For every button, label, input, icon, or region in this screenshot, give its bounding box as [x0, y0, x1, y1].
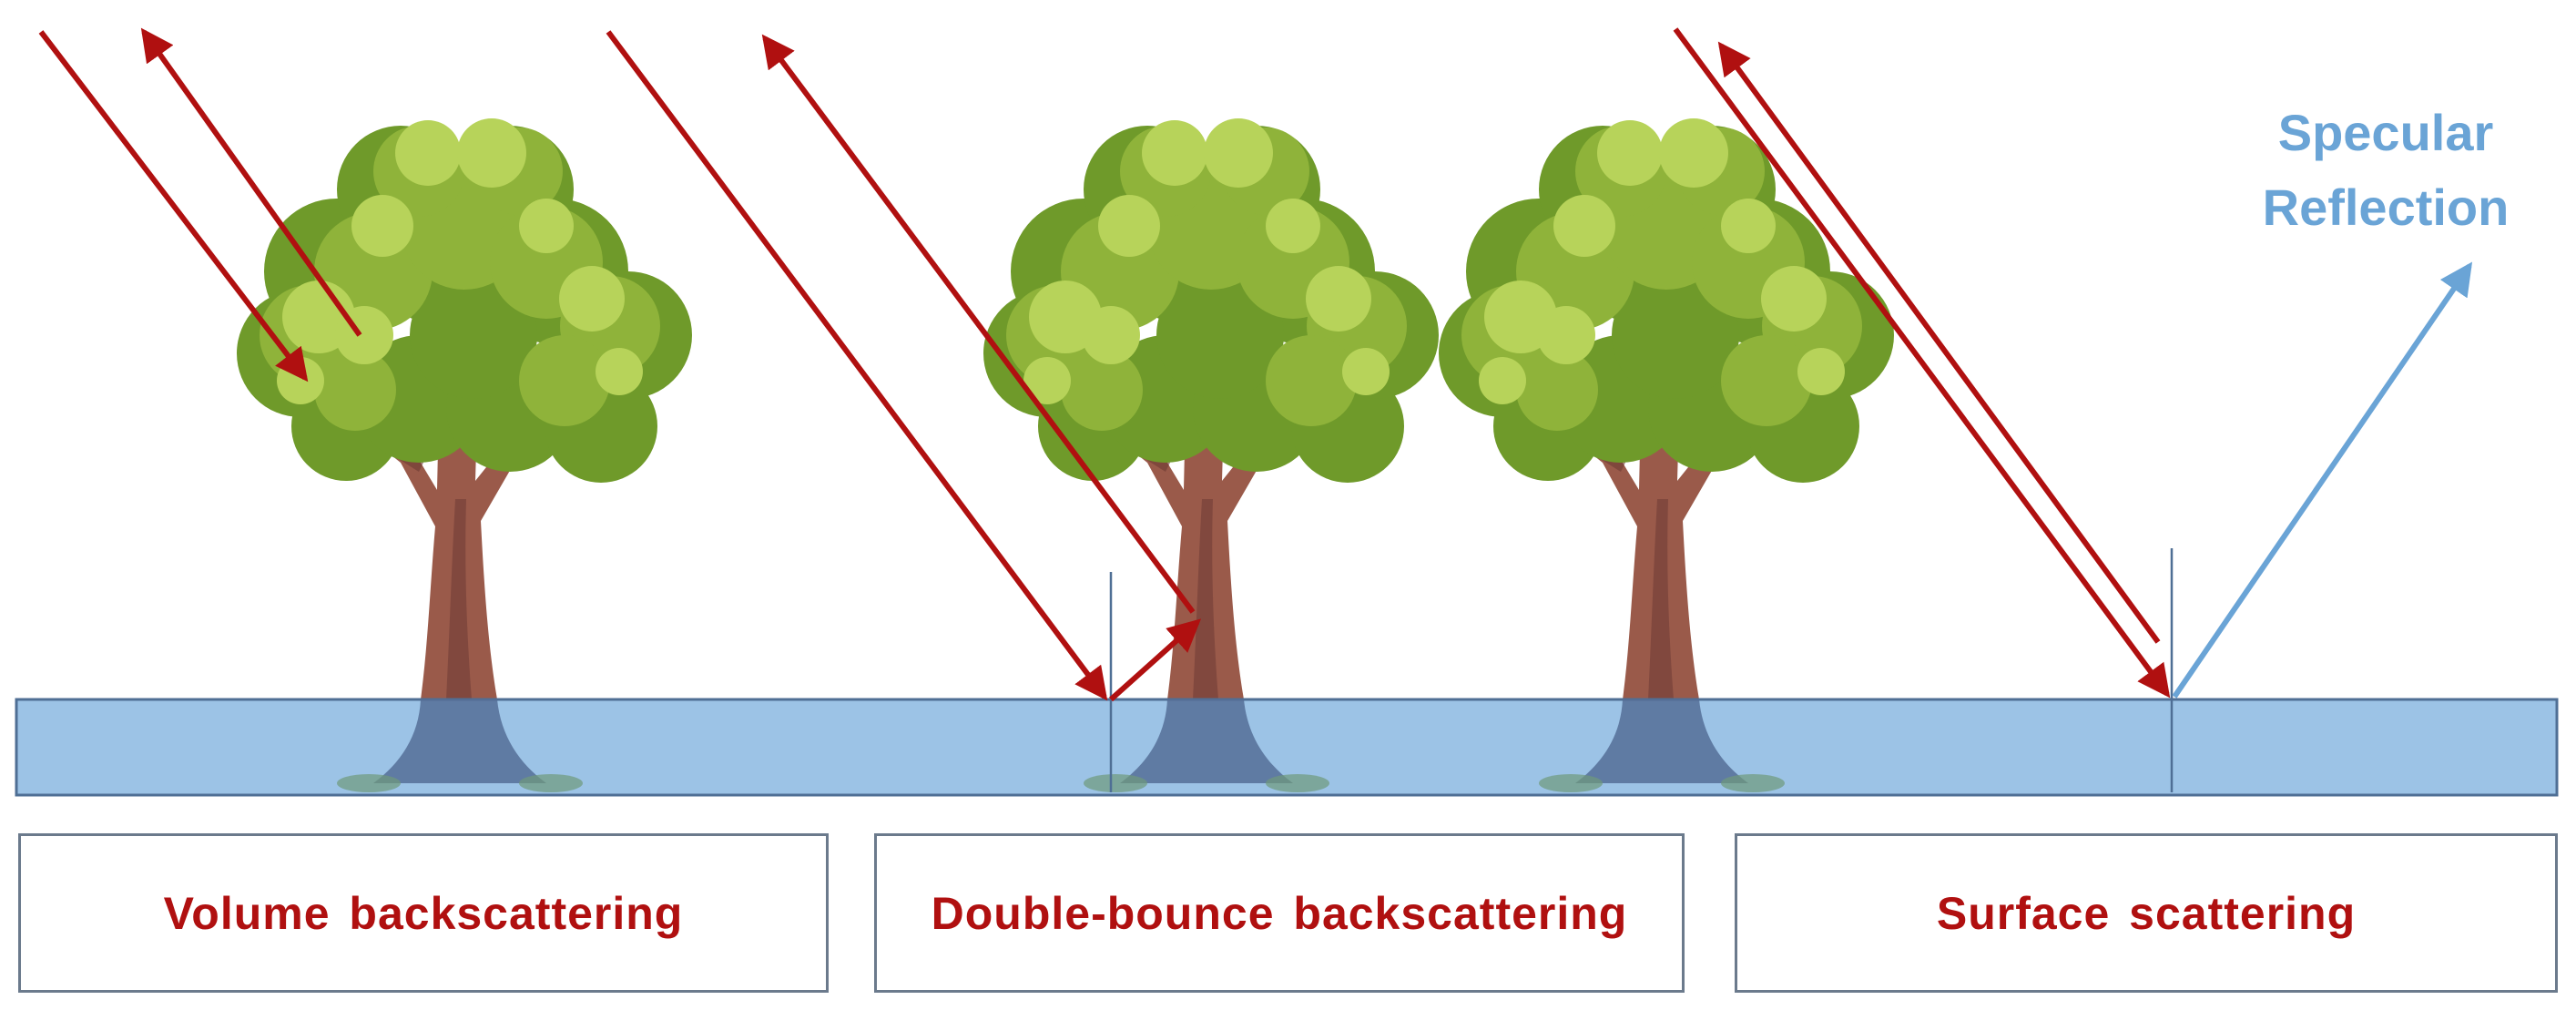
specular-ray	[2172, 261, 2473, 699]
tree-icon	[237, 118, 692, 699]
specular-reflection-label: Specular Reflection	[2222, 96, 2550, 245]
tree-icon	[983, 118, 1439, 699]
caption-box-volume: Volume backscattering	[18, 833, 829, 993]
caption-volume: Volume backscattering	[163, 887, 684, 939]
caption-box-double-bounce: Double-bounce backscattering	[874, 833, 1685, 993]
incident-ray	[606, 30, 1108, 701]
backscatter-ray	[761, 34, 1196, 614]
specular-label-line2: Reflection	[2262, 179, 2510, 236]
caption-box-surface: Surface scattering	[1735, 833, 2558, 993]
incident-ray	[38, 30, 309, 383]
specular-label-line1: Specular	[2277, 104, 2494, 161]
backscatter-ray	[140, 27, 362, 337]
caption-surface: Surface scattering	[1936, 887, 2357, 939]
bounce-ray	[1108, 618, 1202, 702]
backscatter-ray	[1717, 41, 2161, 644]
incident-ray	[1673, 27, 2171, 699]
caption-double-bounce: Double-bounce backscattering	[931, 887, 1628, 939]
tree-icon	[1439, 118, 1894, 699]
